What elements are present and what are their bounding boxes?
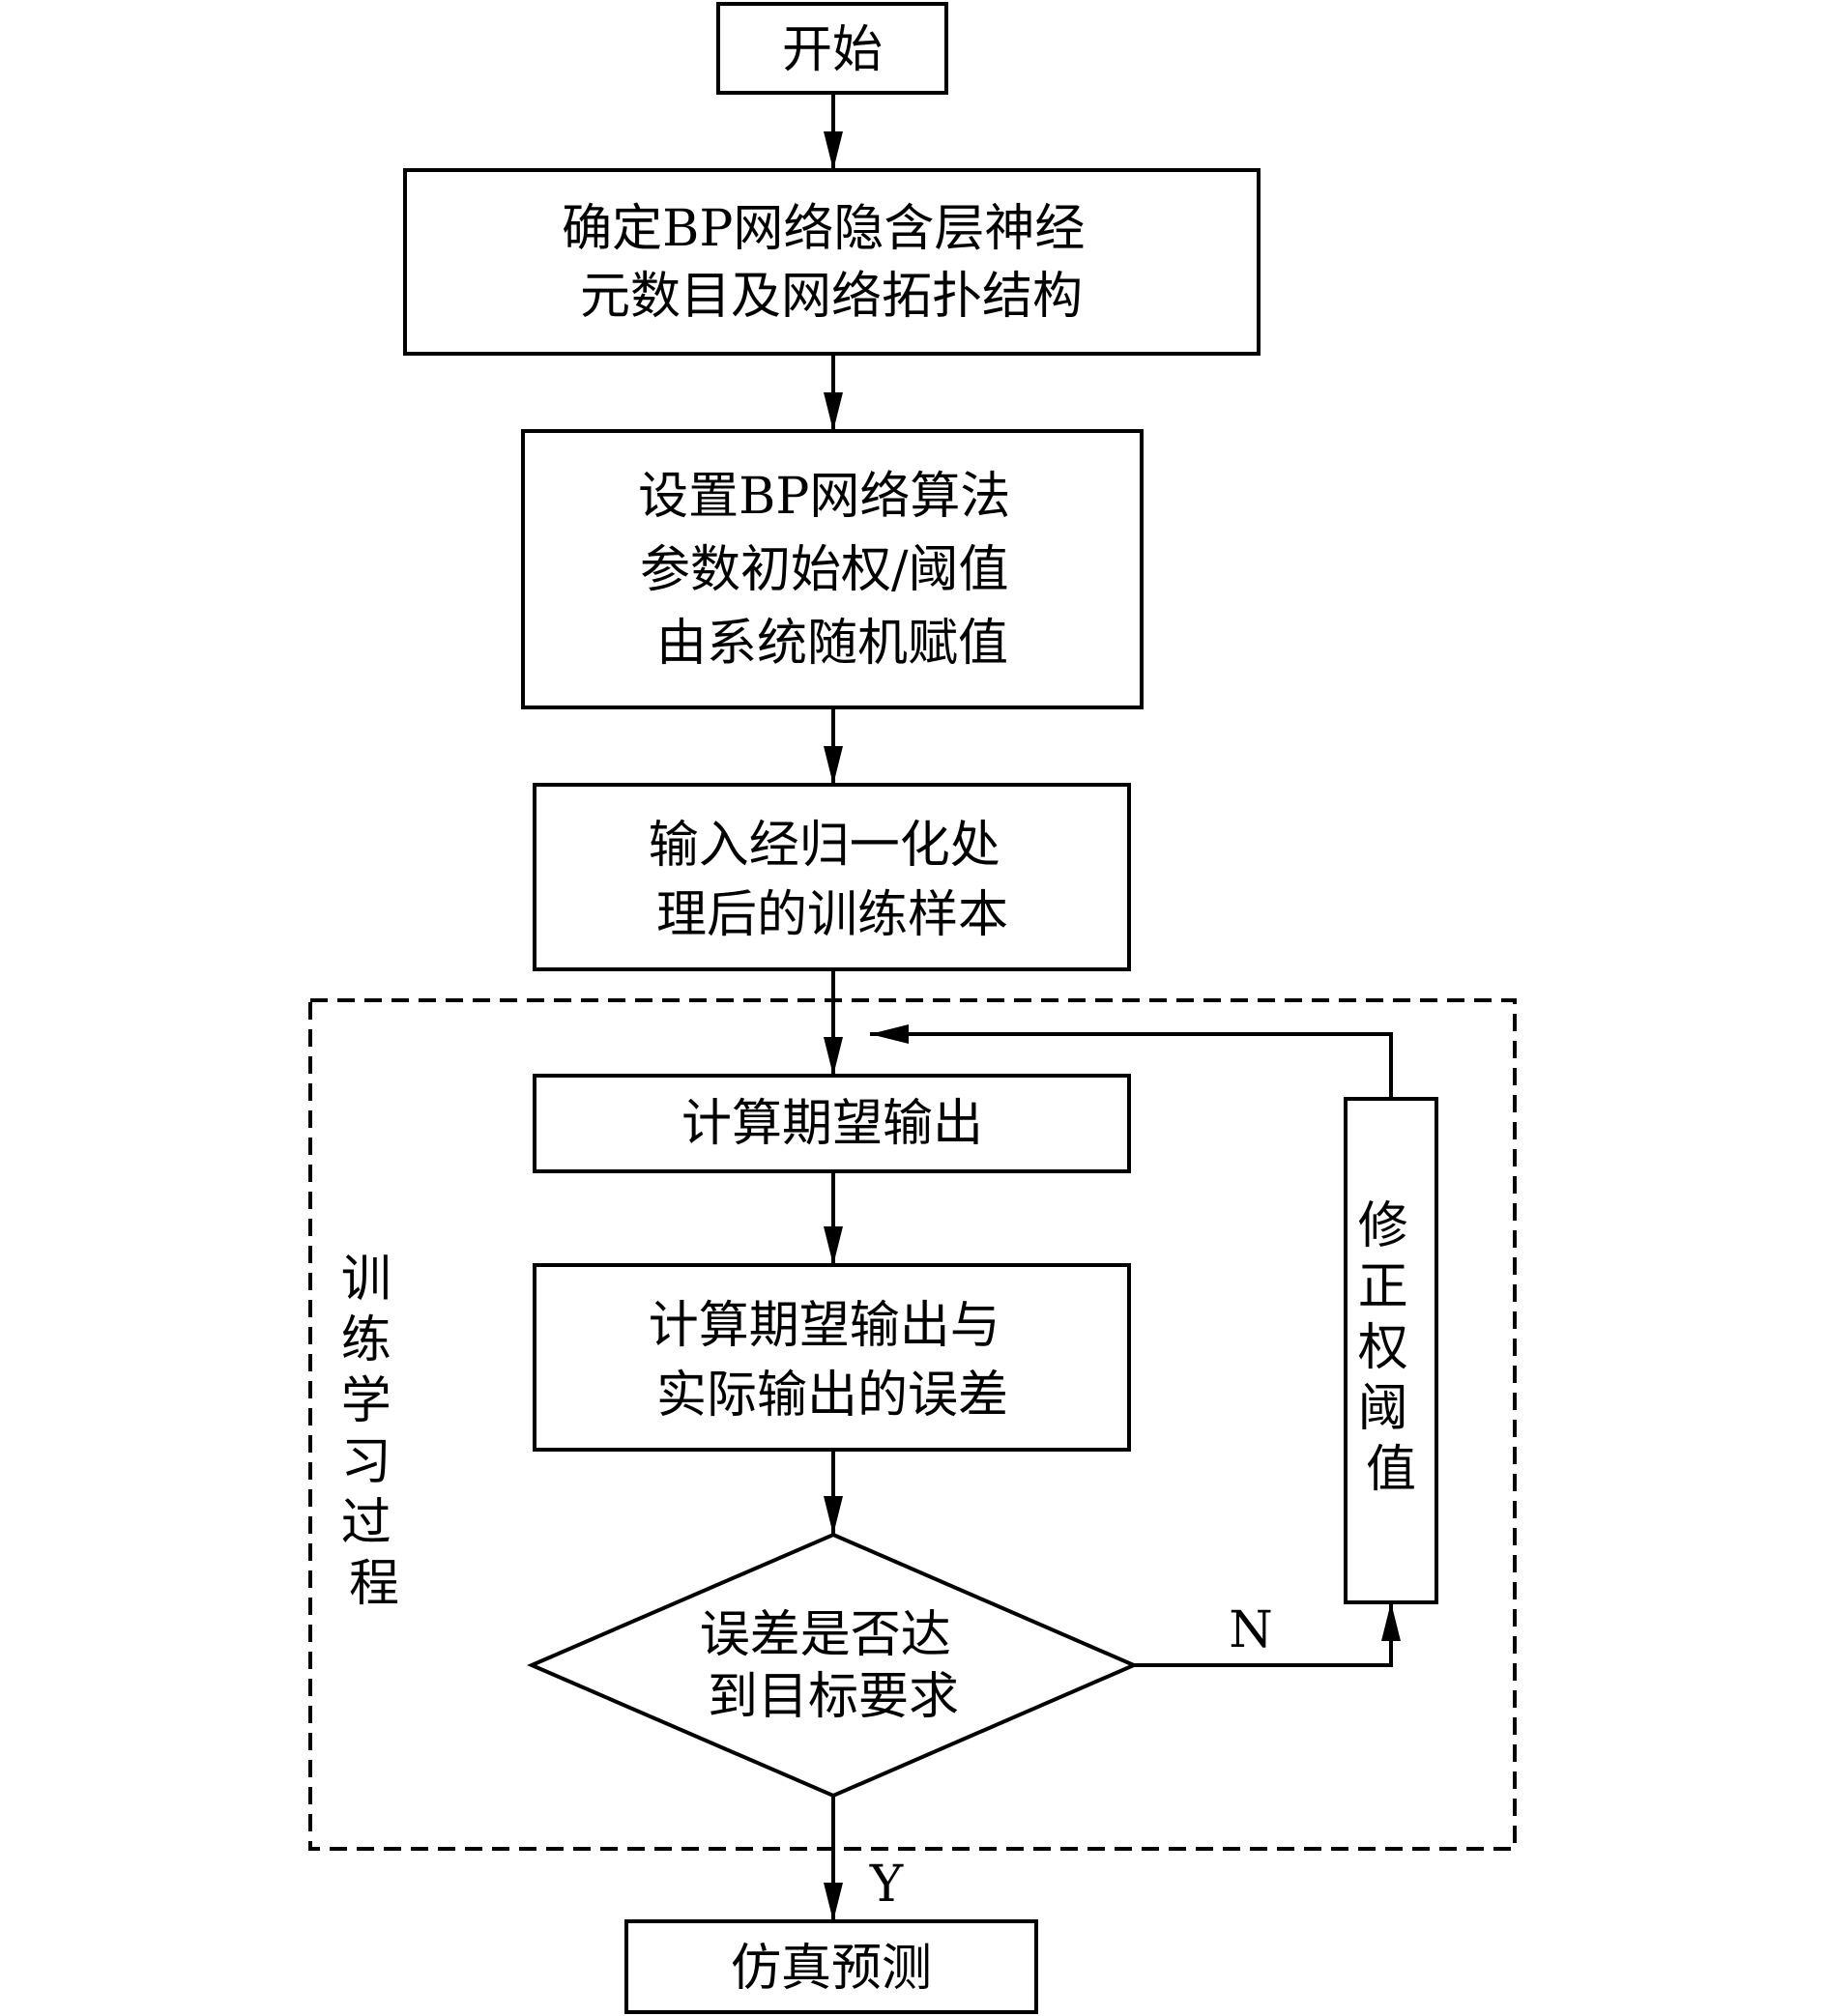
node-decision-line-2: 到目标要求 bbox=[708, 1668, 959, 1726]
node-adjust-weights-char-5: 值 bbox=[1366, 1441, 1416, 1499]
node-compute-error-line-1: 计算期望输出与 bbox=[649, 1297, 1000, 1355]
label-no: N bbox=[1229, 1601, 1273, 1659]
node-compute-output: 计算期望输出 bbox=[533, 1074, 1131, 1173]
label-training-process-char-6: 程 bbox=[349, 1555, 399, 1613]
node-adjust-weights-text: 修 正 权 阈 值 bbox=[1358, 1197, 1425, 1499]
node-adjust-weights-char-1: 修 bbox=[1358, 1197, 1408, 1255]
node-simulate: 仿真预测 bbox=[624, 1919, 1038, 2014]
label-training-process-char-1: 训 bbox=[341, 1251, 391, 1309]
arrowhead-decision bbox=[824, 1496, 843, 1535]
node-start-line: 开始 bbox=[782, 21, 883, 79]
node-compute-error-text: 计算期望输出与 实际输出的误差 bbox=[649, 1297, 1017, 1425]
node-input-samples-line-1: 输入经归一化处 bbox=[649, 817, 1000, 875]
node-input-samples-line-2: 理后的训练样本 bbox=[656, 886, 1008, 944]
node-compute-output-line: 计算期望输出 bbox=[681, 1095, 983, 1153]
node-simulate-line: 仿真预测 bbox=[731, 1940, 932, 1998]
training-process-boundary bbox=[308, 998, 1517, 1851]
arrowhead-feedback-join bbox=[824, 1037, 843, 1076]
node-compute-output-text: 计算期望输出 bbox=[681, 1095, 983, 1153]
arrowhead-error bbox=[824, 1226, 843, 1265]
node-determine-structure-line-2: 元数目及网络拓扑结构 bbox=[580, 268, 1083, 326]
node-input-samples: 输入经归一化处 理后的训练样本 bbox=[533, 783, 1131, 971]
arrowhead-input bbox=[824, 746, 843, 785]
arrowhead-structure bbox=[824, 131, 843, 170]
arrowhead-adjust bbox=[1381, 1602, 1401, 1641]
arrowheads bbox=[824, 131, 1401, 1921]
node-simulate-text: 仿真预测 bbox=[731, 1940, 932, 1998]
label-training-process: 训 练 学 习 过 程 bbox=[341, 1251, 408, 1613]
node-start-text: 开始 bbox=[782, 21, 883, 79]
node-adjust-weights-char-2: 正 bbox=[1358, 1258, 1408, 1316]
node-decision-text: 误差是否达 到目标要求 bbox=[700, 1606, 968, 1726]
node-determine-structure: 确定BP网络隐含层神经 元数目及网络拓扑结构 bbox=[403, 168, 1261, 356]
node-adjust-weights-char-3: 权 bbox=[1358, 1319, 1408, 1377]
node-decision-line-1: 误差是否达 bbox=[700, 1606, 951, 1664]
node-start: 开始 bbox=[716, 2, 948, 95]
node-input-samples-text: 输入经归一化处 理后的训练样本 bbox=[649, 817, 1017, 944]
node-adjust-weights: 修 正 权 阈 值 bbox=[1344, 1097, 1438, 1604]
arrowhead-simulate bbox=[824, 1883, 843, 1921]
node-determine-structure-line-1: 确定BP网络隐含层神经 bbox=[562, 200, 1085, 258]
node-compute-error: 计算期望输出与 实际输出的误差 bbox=[533, 1263, 1131, 1452]
label-yes: Y bbox=[869, 1856, 904, 1914]
node-set-parameters-line-2: 参数初始权/阈值 bbox=[640, 541, 1009, 599]
node-set-parameters: 设置BP网络算法 参数初始权/阈值 由系统随机赋值 bbox=[521, 429, 1144, 709]
connector-adjust-feedback bbox=[870, 1032, 1393, 1099]
node-adjust-weights-char-4: 阈 bbox=[1358, 1380, 1408, 1438]
node-decision: 误差是否达 到目标要求 bbox=[526, 1532, 1140, 1799]
label-training-process-char-2: 练 bbox=[341, 1311, 391, 1369]
node-set-parameters-line-1: 设置BP网络算法 bbox=[638, 468, 1010, 526]
arrowhead-feedback bbox=[870, 1024, 909, 1044]
label-training-process-char-3: 学 bbox=[341, 1372, 391, 1430]
label-training-process-char-4: 习 bbox=[341, 1433, 391, 1491]
node-set-parameters-line-3: 由系统随机赋值 bbox=[656, 615, 1008, 673]
label-training-process-char-5: 过 bbox=[341, 1494, 391, 1552]
node-determine-structure-text: 确定BP网络隐含层神经 元数目及网络拓扑结构 bbox=[562, 200, 1101, 326]
arrowhead-parameters bbox=[824, 392, 843, 431]
node-compute-error-line-2: 实际输出的误差 bbox=[656, 1367, 1008, 1425]
node-set-parameters-text: 设置BP网络算法 参数初始权/阈值 由系统随机赋值 bbox=[638, 468, 1027, 673]
